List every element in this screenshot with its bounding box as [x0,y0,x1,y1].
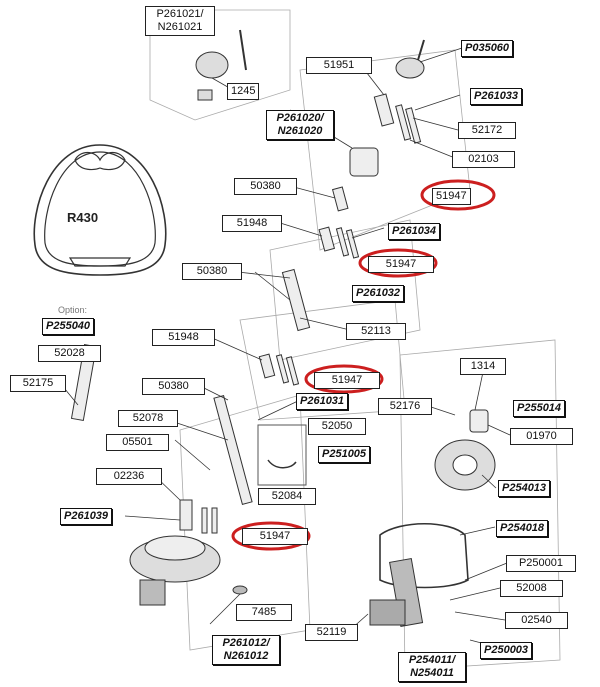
small-screw-part [239,29,247,71]
label-7485: 7485 [236,604,292,621]
label-52172: 52172 [458,122,516,139]
highlight-51947-d [231,521,311,551]
panel-mid [269,219,421,361]
bearing-cap-part [195,51,229,79]
label-51948-a: 51948 [222,215,282,232]
pin-b [405,107,422,144]
nut-7485 [232,585,248,595]
pin-f [285,356,300,386]
label-p255014: P255014 [513,400,566,417]
label-p254013: P254013 [498,480,551,497]
tube-50380a [331,186,349,212]
pin-d [345,229,360,259]
r430-profile-inner [44,151,156,267]
post-p254011 [389,557,424,627]
label-p254018: P254018 [496,520,549,537]
bracket-panel [257,424,307,486]
reel-hub [452,454,478,476]
label-52119: 52119 [305,624,358,641]
highlight-51947-c [304,364,384,394]
label-50380-a: 50380 [234,178,297,195]
label-51947-b: 51947 [368,256,434,273]
label-01970: 01970 [510,428,573,445]
label-option: Option: [58,305,88,315]
label-51947-a: 51947 [432,188,471,205]
panel-upper [299,49,471,251]
label-p035060: P035060 [461,40,514,57]
label-p261039: P261039 [60,508,113,525]
label-52113: 52113 [346,323,406,340]
label-51947-d: 51947 [242,528,308,545]
tube-51948a [318,226,336,252]
sleeve-01970 [469,409,489,433]
tube-50380c [213,394,253,506]
crank-hook-part [395,57,425,79]
label-52176: 52176 [378,398,432,415]
bracket-part [197,89,213,101]
highlight-51947-a [420,179,496,211]
label-p261021: P261021/ N261021 [145,6,215,36]
label-02103: 02103 [452,151,515,168]
label-1314: 1314 [460,358,506,375]
r430-profile-icon [33,144,167,276]
label-05501: 05501 [106,434,169,451]
label-p261034: P261034 [388,223,441,240]
clip-52084 [267,459,297,469]
pin-e [275,354,290,384]
pin-a [395,104,412,141]
pin-h [211,507,218,534]
winder-foot [139,579,166,606]
label-52008: 52008 [500,580,563,597]
label-02540: 02540 [505,612,568,629]
label-51948-b: 51948 [152,329,215,346]
pin-c [335,227,350,257]
tube-51951 [373,93,395,127]
label-p261020: P261020/ N261020 [266,110,334,140]
highlight-51947-b [358,248,438,278]
label-p261033: P261033 [470,88,523,105]
label-p261031: P261031 [296,393,349,410]
label-50380-b: 50380 [182,263,242,280]
label-52028: 52028 [38,345,101,362]
r430-slot [74,151,126,171]
label-1245: 1245 [227,83,260,100]
gear-housing [349,147,379,177]
label-52050: 52050 [308,418,366,435]
pin-g [201,507,208,534]
label-52078: 52078 [118,410,178,427]
r430-bottom-channel [68,257,132,267]
panel-top [149,9,291,121]
label-r430: R430 [67,210,99,225]
label-p250003: P250003 [480,642,533,659]
tube-51948b [258,353,276,379]
label-52084: 52084 [258,488,316,505]
label-p251005: P251005 [318,446,371,463]
label-51951: 51951 [306,57,372,74]
base-block [369,599,406,626]
label-51947-c: 51947 [314,372,380,389]
winder-drum-top [144,535,206,561]
label-p255040: P255040 [42,318,95,335]
tube-50380b [281,268,311,332]
label-p261012: P261012/ N261012 [212,635,280,665]
label-02236: 02236 [96,468,162,485]
crank-eye-part [417,39,425,61]
label-50380-c: 50380 [142,378,205,395]
label-52175: 52175 [10,375,66,392]
label-p254011: P254011/ N254011 [398,652,466,682]
tube-02236 [179,499,193,531]
label-p250001: P250001 [506,555,576,572]
label-p261032: P261032 [352,285,405,302]
